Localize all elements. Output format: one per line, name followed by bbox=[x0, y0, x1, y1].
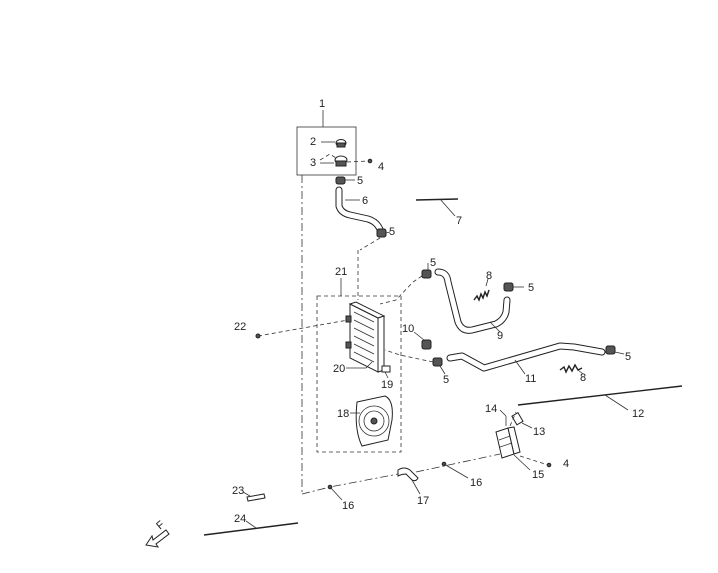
part-number-1: 1 bbox=[319, 98, 325, 110]
part-number-15: 15 bbox=[532, 469, 544, 481]
leader-3 bbox=[319, 153, 337, 161]
clamp-5d bbox=[503, 282, 514, 292]
part-23 bbox=[242, 491, 266, 502]
leader-4b bbox=[519, 455, 549, 466]
radiator bbox=[345, 301, 386, 373]
part-number-11: 11 bbox=[525, 373, 536, 385]
part-number-19: 19 bbox=[381, 379, 393, 391]
leader-24 bbox=[245, 520, 257, 529]
part-number-8a: 8 bbox=[486, 270, 492, 282]
part-number-5f: 5 bbox=[625, 351, 631, 363]
part-number-22: 22 bbox=[234, 321, 246, 333]
leader-8a bbox=[485, 278, 489, 287]
part-number-7: 7 bbox=[456, 215, 462, 227]
clamp-10 bbox=[421, 339, 432, 350]
hose-6 bbox=[335, 186, 391, 251]
part-number-23: 23 bbox=[232, 485, 244, 497]
leader-5e bbox=[439, 365, 446, 375]
fitting-13-link bbox=[509, 411, 517, 427]
part-number-16a: 16 bbox=[342, 500, 354, 512]
bracket-19 bbox=[381, 365, 391, 373]
leader-5f bbox=[614, 351, 625, 355]
part-number-16b: 16 bbox=[470, 477, 482, 489]
wire-12 bbox=[517, 385, 683, 411]
clamp-5e bbox=[432, 357, 443, 367]
hose-9 bbox=[379, 263, 524, 334]
part-24 bbox=[203, 520, 299, 536]
part-number-3: 3 bbox=[310, 157, 316, 169]
part-number-6: 6 bbox=[362, 195, 368, 207]
leader-16b bbox=[443, 463, 469, 479]
part-number-5c: 5 bbox=[430, 257, 436, 269]
hose-11-link bbox=[384, 349, 434, 363]
leader-12 bbox=[604, 394, 629, 411]
part-number-5a: 5 bbox=[357, 175, 363, 187]
clamp-5c bbox=[421, 269, 432, 279]
spring-8a bbox=[473, 278, 490, 302]
wire-7 bbox=[415, 198, 459, 217]
oil-cooler-group bbox=[495, 409, 552, 471]
part-number-5e: 5 bbox=[443, 374, 449, 386]
leader-13 bbox=[521, 422, 533, 429]
leader-4a bbox=[346, 160, 370, 163]
part-number-8b: 8 bbox=[580, 372, 586, 384]
hose-17 bbox=[397, 467, 419, 482]
screw-4b bbox=[546, 462, 552, 468]
radiator-group-box bbox=[316, 295, 402, 453]
hose-11 bbox=[384, 342, 625, 375]
leader-20b bbox=[365, 361, 373, 369]
part-number-4b: 4 bbox=[563, 458, 569, 470]
part-number-13: 13 bbox=[533, 426, 545, 438]
leader-23 bbox=[242, 491, 251, 497]
part-number-2: 2 bbox=[310, 136, 316, 148]
part-number-18: 18 bbox=[337, 408, 349, 420]
hose-6-link bbox=[359, 237, 381, 251]
leader-8b bbox=[577, 369, 584, 375]
fitting-13 bbox=[511, 411, 524, 426]
clamp-5b bbox=[376, 228, 387, 238]
lower-pipe-16 bbox=[301, 175, 501, 501]
part-number-17: 17 bbox=[417, 495, 429, 507]
filler-neck-body bbox=[335, 160, 347, 167]
hose-9-link bbox=[379, 275, 423, 305]
leader-16a bbox=[329, 486, 343, 501]
leader-17 bbox=[411, 479, 421, 495]
leader-22 bbox=[257, 319, 349, 337]
part-number-5d: 5 bbox=[528, 282, 534, 294]
part-number-20: 20 bbox=[333, 363, 345, 375]
reservoir-group bbox=[296, 110, 373, 185]
part-number-4a: 4 bbox=[378, 161, 384, 173]
clamp-5f bbox=[605, 345, 616, 355]
leader-9 bbox=[489, 321, 501, 333]
radiator-group bbox=[316, 250, 402, 453]
screw-22 bbox=[255, 333, 261, 339]
part-number-9: 9 bbox=[497, 330, 503, 342]
leader-11 bbox=[514, 359, 526, 375]
part-number-21: 21 bbox=[335, 266, 347, 278]
lower-link-left bbox=[301, 473, 399, 495]
leader-7 bbox=[439, 198, 456, 217]
reservoir-group-box bbox=[296, 126, 357, 176]
spring-8b bbox=[559, 363, 584, 375]
reservoir-cap-body bbox=[336, 142, 346, 148]
lower-link-right bbox=[415, 453, 501, 473]
fan-shroud-18 bbox=[350, 395, 393, 447]
leader-5b bbox=[385, 231, 391, 234]
leader-10 bbox=[413, 331, 425, 341]
part-number-labels: 1 2 3 4 4 5 5 5 5 5 5 6 7 8 8 9 10 11 12… bbox=[232, 98, 644, 525]
part-number-24: 24 bbox=[234, 513, 246, 525]
leader-15 bbox=[513, 454, 531, 471]
part-number-5b: 5 bbox=[389, 226, 395, 238]
part-number-14: 14 bbox=[485, 403, 497, 415]
screw-4a bbox=[367, 158, 373, 164]
leader-14 bbox=[499, 409, 507, 417]
part-number-10: 10 bbox=[402, 323, 414, 335]
front-direction-arrow-icon: F bbox=[145, 519, 170, 548]
part-number-12: 12 bbox=[632, 408, 644, 420]
clamp-5a bbox=[335, 176, 346, 185]
